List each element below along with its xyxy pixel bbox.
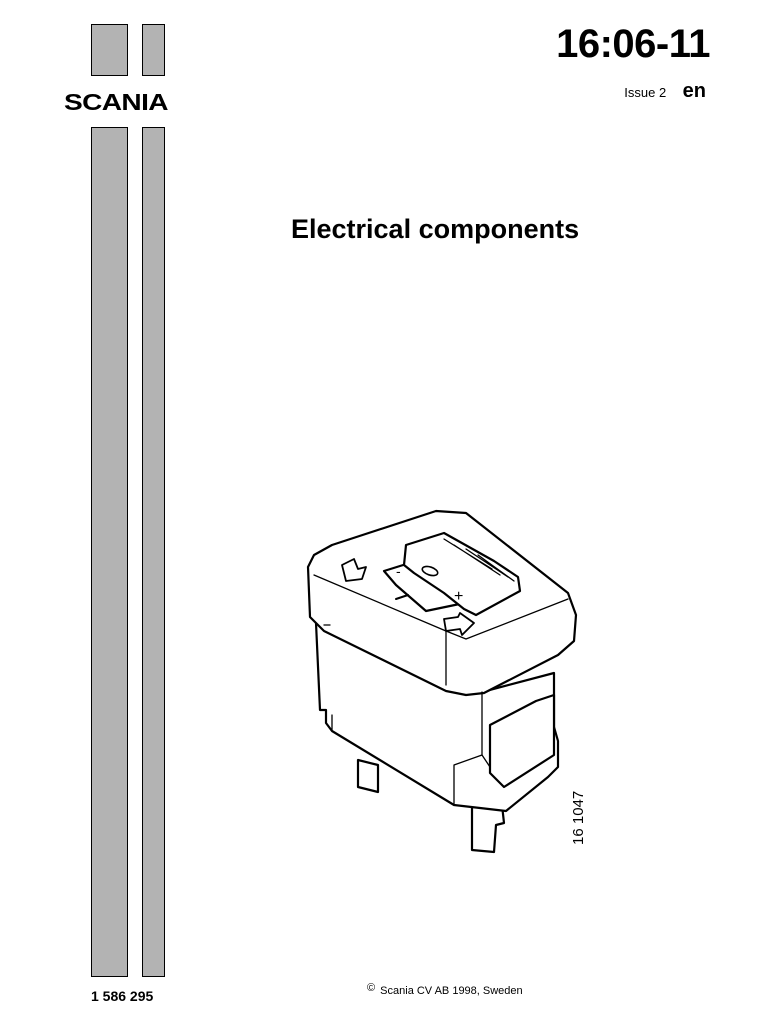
issue-line: Issue 2 en	[624, 80, 706, 103]
dial-knob	[402, 531, 522, 617]
scania-logo: SCANIA	[64, 89, 169, 115]
housing-side-tab	[488, 693, 556, 789]
copyright-notice: © Scania CV AB 1998, Sweden	[367, 982, 523, 997]
page-title: Electrical components	[291, 214, 580, 244]
arrow-up-left-icon	[341, 558, 367, 582]
dial-symbol-minus: -	[396, 563, 401, 579]
copyright-text: Scania CV AB 1998, Sweden	[380, 985, 523, 997]
copyright-symbol: ©	[367, 982, 376, 994]
margin-bar-inner	[142, 127, 165, 977]
switch-illustration: - +	[306, 509, 578, 854]
document-code: 16:06-11	[556, 22, 710, 66]
dial-symbol-plus: +	[454, 588, 463, 605]
margin-bar-outer-top	[91, 24, 128, 76]
arrow-down-right-icon	[443, 612, 475, 636]
issue-label: Issue 2	[624, 85, 667, 100]
margin-bar-inner-top	[142, 24, 165, 76]
connector-pin-left	[356, 758, 380, 794]
figure-number: 16 1047	[570, 790, 587, 845]
connector-pin-right	[470, 803, 506, 854]
margin-bar-outer	[91, 127, 128, 977]
language-code: en	[682, 80, 706, 102]
dial-symbol-zero	[421, 565, 439, 577]
part-number: 1 586 295	[91, 988, 154, 1004]
